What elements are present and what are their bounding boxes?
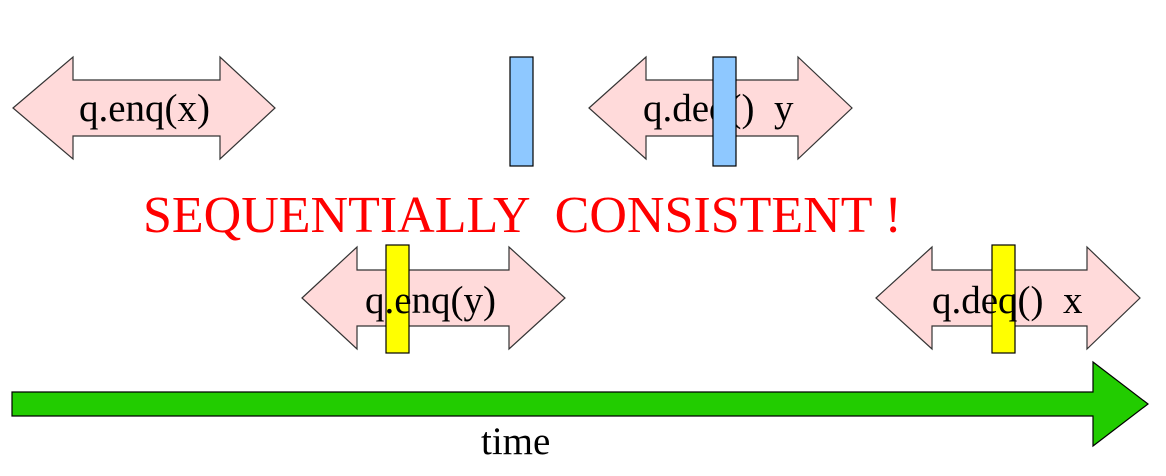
time-axis-arrow: [11, 360, 1149, 448]
headline: SEQUENTIALLY CONSISTENT !: [143, 187, 902, 244]
linearization-marker-blue-left: [509, 56, 534, 167]
operation-enq-y: q.enq(y): [301, 244, 566, 354]
double-arrow-shape: [12, 55, 276, 161]
double-arrow-shape: [301, 245, 566, 351]
operation-enq-x: q.enq(x): [12, 55, 276, 161]
linearization-marker-blue: [712, 56, 737, 167]
linearization-marker-yellow: [385, 244, 410, 354]
operation-deq-x: q.deq() x: [875, 244, 1141, 354]
linearization-marker-yellow: [991, 244, 1016, 354]
operation-label: q.deq() x: [932, 279, 1083, 322]
operation-label: q.enq(y): [365, 279, 496, 322]
time-axis-label: time: [481, 420, 550, 463]
operation-deq-y: q.deq() y: [588, 55, 853, 167]
operation-label: q.enq(x): [79, 87, 210, 130]
